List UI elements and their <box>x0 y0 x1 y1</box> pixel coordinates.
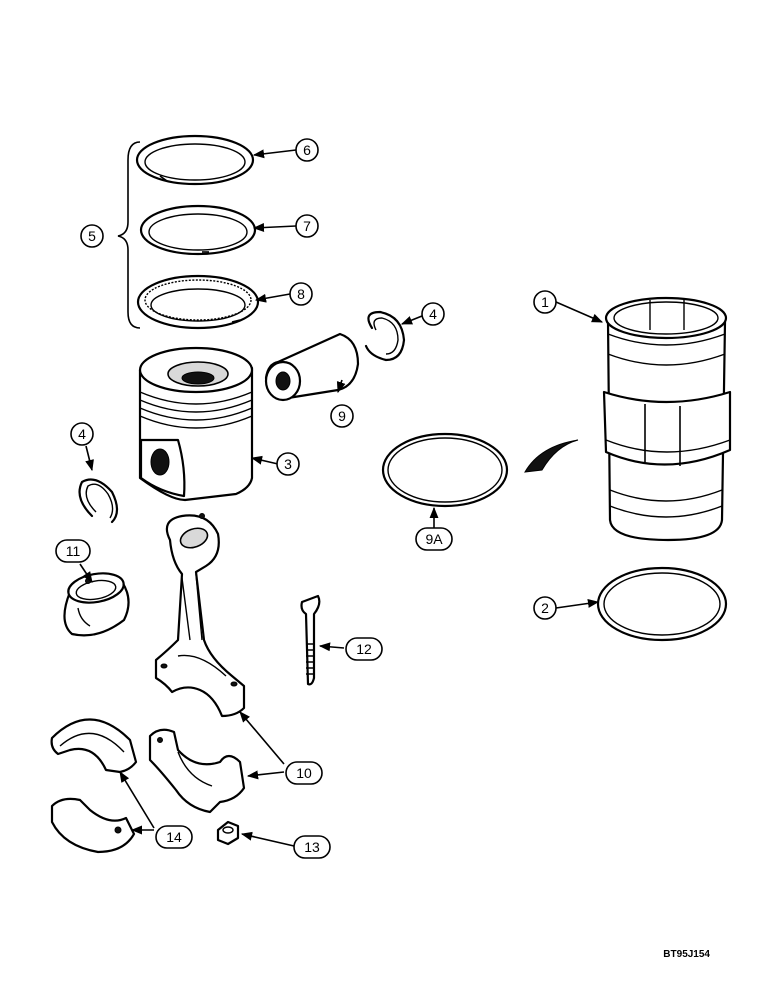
svg-text:9A: 9A <box>425 531 443 547</box>
svg-text:8: 8 <box>297 286 305 302</box>
cylinder-liner <box>602 296 732 542</box>
callout-10: 10 <box>285 761 323 785</box>
piston-ring-top <box>135 134 255 186</box>
callout-2: 2 <box>533 596 557 620</box>
svg-text:9: 9 <box>338 408 346 424</box>
piston-ring-second <box>139 204 257 256</box>
leader-lines <box>79 149 604 847</box>
snap-ring-lower <box>78 478 119 524</box>
callout-7: 7 <box>295 214 319 238</box>
callout-4-lower: 4 <box>70 422 94 446</box>
callout-9: 9 <box>330 404 354 428</box>
svg-text:4: 4 <box>429 306 437 322</box>
callout-5: 5 <box>80 224 104 248</box>
callout-3: 3 <box>276 452 300 476</box>
svg-text:4: 4 <box>78 426 86 442</box>
svg-text:11: 11 <box>66 543 81 559</box>
callout-12: 12 <box>345 637 383 661</box>
rod-cap <box>148 728 246 814</box>
svg-text:6: 6 <box>303 142 311 158</box>
piston <box>138 346 254 502</box>
figure-code: BT95J154 <box>663 949 710 960</box>
callout-9a: 9A <box>415 527 453 551</box>
svg-text:14: 14 <box>166 829 182 845</box>
connecting-rod <box>154 513 246 718</box>
svg-text:1: 1 <box>541 294 549 310</box>
seal-ring <box>381 432 509 508</box>
callout-4-upper: 4 <box>421 302 445 326</box>
svg-text:2: 2 <box>541 600 549 616</box>
piston-pin <box>264 332 360 402</box>
callout-13: 13 <box>293 835 331 859</box>
rod-bolt <box>300 594 321 686</box>
liner-seal-ring <box>596 566 728 642</box>
rod-nut <box>216 820 240 846</box>
callout-11: 11 <box>55 539 91 563</box>
ring-set-bracket <box>117 141 141 329</box>
callout-6: 6 <box>295 138 319 162</box>
svg-text:12: 12 <box>356 641 372 657</box>
callout-1: 1 <box>533 290 557 314</box>
svg-text:10: 10 <box>296 765 312 781</box>
callout-8: 8 <box>289 282 313 306</box>
svg-text:5: 5 <box>88 228 96 244</box>
svg-text:3: 3 <box>284 456 292 472</box>
snap-ring-upper <box>364 310 406 362</box>
piston-oil-ring <box>136 274 260 330</box>
svg-text:13: 13 <box>304 839 320 855</box>
svg-text:7: 7 <box>303 218 311 234</box>
bearing-shell-upper <box>50 718 138 774</box>
bearing-shell-lower <box>50 797 136 854</box>
assembly-arrow-icon <box>524 439 579 473</box>
callout-14: 14 <box>155 825 193 849</box>
pin-bushing <box>63 572 130 637</box>
